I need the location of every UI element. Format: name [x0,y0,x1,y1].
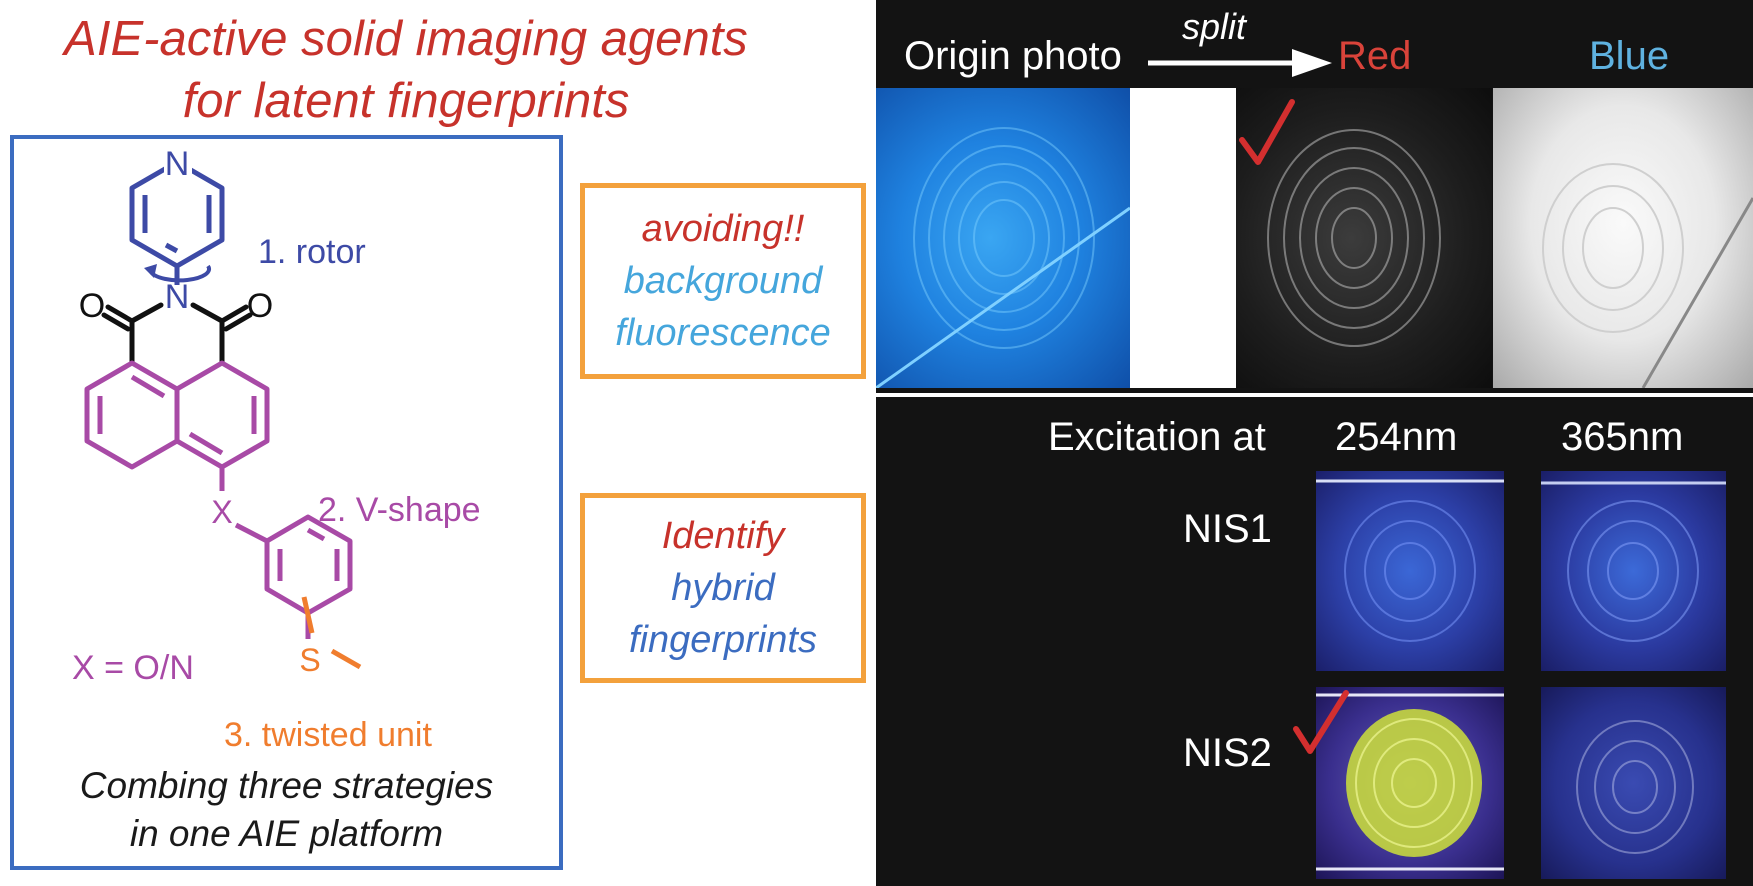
blue-channel-label: Blue [1589,34,1670,78]
origin-fingerprint-photo [876,88,1130,388]
x-definition-label: X = O/N [72,649,194,687]
callout-hybrid-fingerprints: Identify hybrid fingerprints [580,493,866,683]
callout-bottom-line-2: hybrid [671,567,775,609]
red-checkmark-icon [1239,99,1295,165]
strategy-box: N N O O X [10,135,563,870]
title-line-1: AIE-active solid imaging agents [64,12,748,66]
blue-channel-photo [1493,88,1753,388]
red-channel-photo [1236,88,1492,388]
callout-top-line-3: fluorescence [615,312,831,354]
title-line-2: for latent fingerprints [182,74,630,128]
naphthalene-core [84,360,270,491]
nis2-checkmark-icon [1293,690,1349,754]
wavelength-365-label: 365nm [1561,415,1684,459]
sample-nis1-label: NIS1 [1183,507,1272,551]
imide-nitrogen: N [165,278,190,316]
figure-title: AIE-active solid imaging agents for late… [0,8,812,132]
nis1-254nm-photo [1316,471,1504,671]
twisted-unit-label: 3. twisted unit [224,716,432,754]
callout-bottom-line-1: Identify [661,515,785,557]
n-mask [164,147,192,181]
split-label: split [1182,6,1247,47]
pyridine-nitrogen: N [165,145,190,183]
origin-photo-label: Origin photo [904,34,1122,78]
callout-background-fluorescence: avoiding!! background fluorescence [580,183,866,379]
rotor-label: 1. rotor [258,233,366,271]
wavelength-254-label: 254nm [1335,415,1458,459]
red-channel-label: Red [1338,34,1412,78]
twist-mark-2 [330,648,362,670]
nis2-254nm-photo [1316,687,1504,879]
strategy-caption: Combing three strategies in one AIE plat… [14,762,559,858]
carbonyl-oxygen-right: O [247,287,273,325]
molecule-structure: N N O O X [79,145,362,678]
callout-top-line-1: avoiding!! [641,208,805,250]
carbonyl-oxygen-left: O [79,287,105,325]
sample-nis2-label: NIS2 [1183,731,1272,775]
rotation-arrowhead-icon [144,264,157,278]
callout-bottom-line-3: fingerprints [629,619,817,661]
sulfur-atom: S [299,642,320,678]
twist-mark-1 [301,596,315,634]
imide-group [101,302,253,366]
excitation-label: Excitation at [1048,415,1266,459]
photo-gap [1130,88,1236,388]
split-panel: Origin photo split Red Blue [876,0,1753,393]
nis1-365nm-photo [1541,471,1726,671]
split-arrow-icon [1148,49,1332,77]
strategy-caption-line-2: in one AIE platform [129,813,444,854]
callout-top-line-2: background [623,260,823,302]
strategy-caption-line-1: Combing three strategies [79,765,494,806]
phenyl-ring [234,514,353,639]
rotation-arrow-icon [149,264,212,283]
vshape-label: 2. V-shape [318,491,481,529]
linker-x: X [211,494,232,530]
excitation-panel: Excitation at 254nm 365nm NIS1 NIS2 [876,397,1753,886]
nis2-365nm-photo [1541,687,1726,879]
